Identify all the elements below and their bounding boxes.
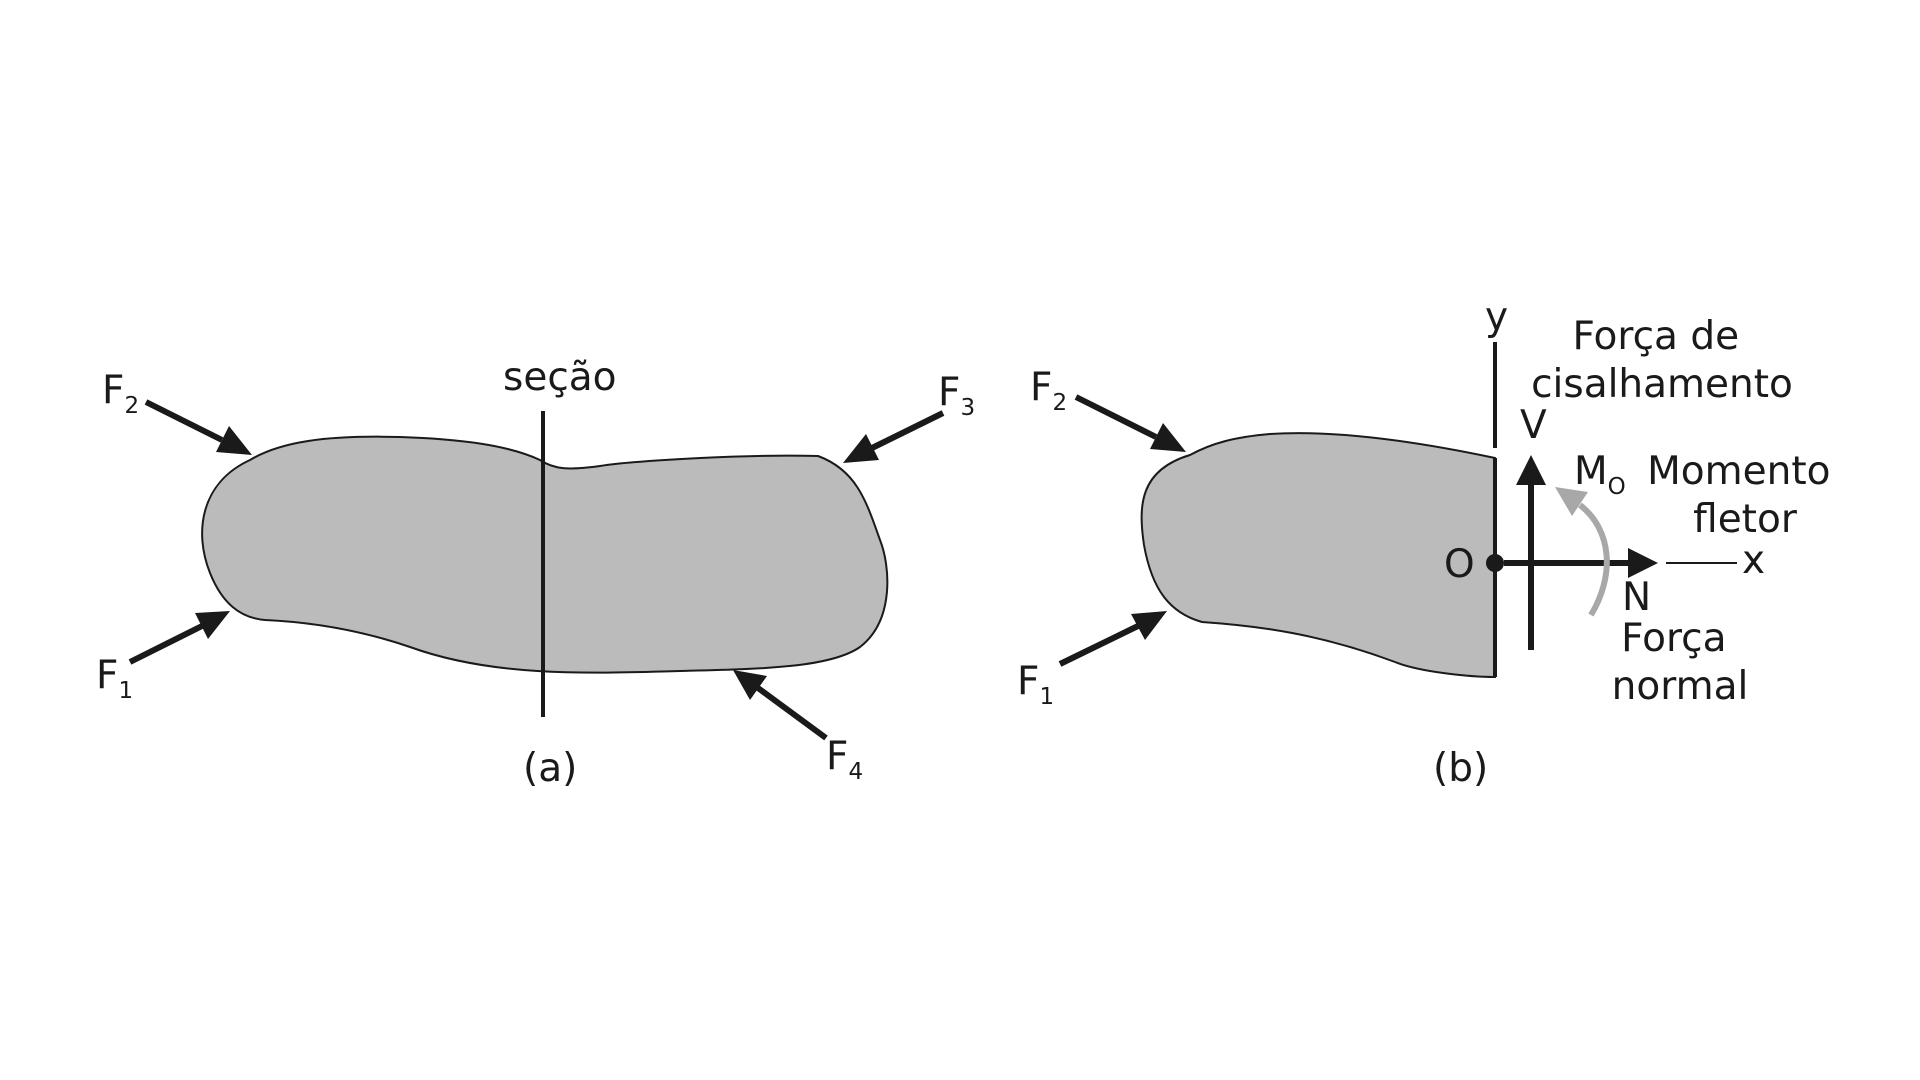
force-arrow-f1-b — [1058, 611, 1167, 667]
force-label-f4-a: F4 — [826, 734, 863, 785]
bending-moment-label: Momento fletor — [1647, 449, 1843, 542]
origin-point — [1486, 554, 1504, 572]
force-label-f2-a: F2 — [102, 368, 139, 419]
force-label-f1-a: F1 — [96, 653, 133, 704]
x-axis-label: x — [1742, 538, 1765, 583]
force-arrow-f4-a — [733, 670, 828, 741]
normal-force-symbol: N — [1622, 575, 1651, 620]
force-arrow-f1-a — [128, 611, 230, 665]
shear-force-arrow — [1516, 455, 1546, 650]
origin-label: O — [1444, 542, 1475, 587]
figure-a: seção F2 F1 F3 F4 — [96, 355, 975, 791]
caption-a: (a) — [523, 746, 577, 791]
normal-force-label: Força normal — [1612, 616, 1749, 709]
shear-force-symbol: V — [1520, 403, 1547, 448]
force-arrow-f2-b — [1074, 394, 1186, 452]
body-shape-b — [1140, 432, 1496, 679]
force-arrow-f2-a — [144, 399, 252, 455]
force-label-f3-a: F3 — [938, 370, 975, 421]
figure-b: y F2 F1 O V Força de cisalhamento — [1017, 295, 1843, 791]
force-label-f2-b: F2 — [1030, 365, 1067, 416]
force-label-f1-b: F1 — [1017, 659, 1054, 710]
caption-b: (b) — [1433, 746, 1488, 791]
shear-force-label: Força de cisalhamento — [1531, 314, 1793, 407]
normal-force-arrow — [1504, 548, 1658, 578]
bending-moment-symbol: MO — [1574, 449, 1626, 500]
section-label: seção — [503, 355, 617, 400]
bending-moment-arrow — [1555, 487, 1610, 617]
y-axis-label: y — [1485, 295, 1508, 340]
force-arrow-f3-a — [843, 410, 945, 463]
